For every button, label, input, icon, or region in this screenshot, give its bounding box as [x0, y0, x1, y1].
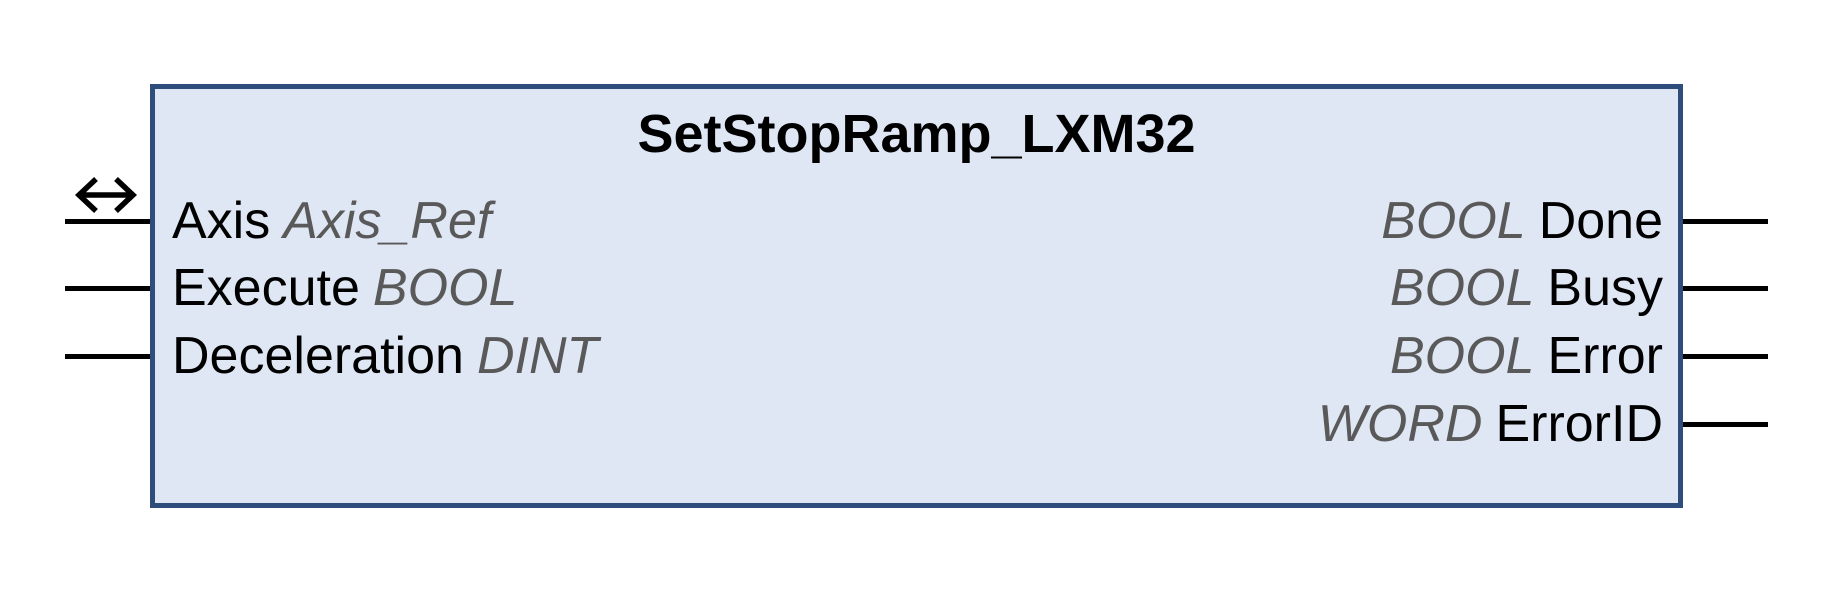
- input-name: Axis: [172, 192, 271, 250]
- input-pin-deceleration: [65, 354, 150, 359]
- output-type: WORD: [1317, 395, 1483, 453]
- output-name: ErrorID: [1495, 395, 1663, 453]
- output-type: BOOL: [1381, 192, 1526, 250]
- output-pin-done: [1683, 219, 1768, 224]
- input-type: DINT: [476, 327, 599, 385]
- input-name: Execute: [172, 259, 360, 317]
- output-pin-error: [1683, 354, 1768, 359]
- output-name: Busy: [1547, 259, 1663, 317]
- inout-left-right-arrow-icon: [74, 176, 138, 214]
- output-name: Done: [1538, 192, 1663, 250]
- output-type: BOOL: [1389, 259, 1535, 317]
- output-name: Error: [1547, 327, 1663, 385]
- input-type: Axis_Ref: [283, 192, 492, 250]
- input-pin-axis: [65, 219, 150, 224]
- input-type: BOOL: [372, 259, 518, 317]
- output-type: BOOL: [1389, 327, 1535, 385]
- input-name: Deceleration: [172, 327, 464, 385]
- output-pin-errorid: [1683, 422, 1768, 427]
- function-block-title: SetStopRamp_LXM32: [637, 104, 1196, 164]
- output-pin-busy: [1683, 286, 1768, 291]
- input-pin-execute: [65, 286, 150, 291]
